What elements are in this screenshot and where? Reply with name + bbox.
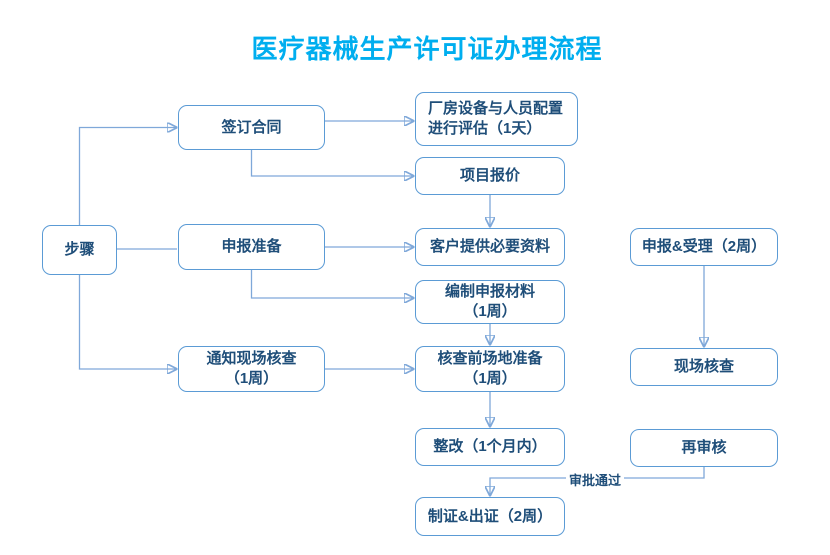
node-issue-certificate: 制证&出证（2周） xyxy=(415,497,565,536)
connector-steps-to-sign-contract xyxy=(78,128,177,225)
node-project-quote: 项目报价 xyxy=(415,157,565,195)
node-declare-prep: 申报准备 xyxy=(178,224,325,270)
node-declare-accept: 申报&受理（2周） xyxy=(630,228,778,266)
node-notify-inspection: 通知现场核查 （1周） xyxy=(178,346,325,392)
node-site-prep: 核查前场地准备 （1周） xyxy=(415,346,565,392)
edge-label-approval-passed: 审批通过 xyxy=(566,470,625,489)
node-re-review: 再审核 xyxy=(630,429,778,467)
page-title: 医疗器械生产许可证办理流程 xyxy=(251,34,603,64)
connector-steps-to-notify-inspection xyxy=(78,275,177,369)
node-sign-contract: 签订合同 xyxy=(178,105,325,150)
node-steps: 步骤 xyxy=(42,225,117,275)
connector-declare-prep-to-prepare-materials xyxy=(250,270,414,298)
node-factory-eval: 厂房设备与人员配置 进行评估（1天） xyxy=(415,92,578,146)
node-onsite-inspection: 现场核查 xyxy=(630,348,778,386)
node-prepare-materials: 编制申报材料 （1周） xyxy=(415,280,565,324)
node-customer-materials: 客户提供必要资料 xyxy=(415,228,565,266)
node-rectification: 整改（1个月内） xyxy=(415,428,565,466)
connector-sign-contract-to-project-quote xyxy=(250,150,414,176)
